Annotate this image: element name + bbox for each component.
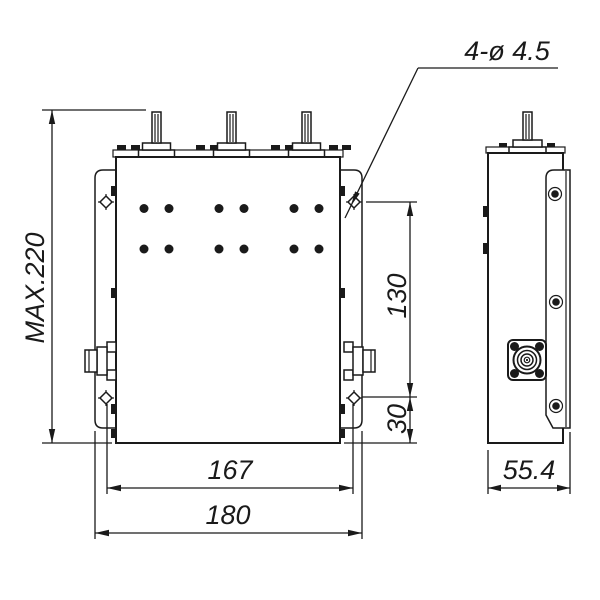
top-connector-2	[212, 111, 251, 158]
dimension-overall-height: MAX.220	[20, 109, 146, 444]
screw-dot	[239, 244, 249, 254]
screw-dot	[164, 244, 174, 254]
side-connector-left	[84, 341, 117, 381]
connector-nut	[291, 142, 322, 151]
screw-dot	[214, 244, 224, 254]
hole-callout-label: 4-ø 4.5	[464, 36, 551, 66]
screw-dot	[139, 204, 149, 213]
dimension-overall-width: 180	[94, 431, 363, 539]
side-connector-right	[343, 341, 376, 381]
mounting-hole	[98, 390, 114, 406]
connector-flange	[137, 149, 176, 158]
edge-clips	[111, 186, 345, 438]
connector-pin	[522, 111, 533, 141]
mounting-hole	[346, 390, 362, 406]
connector-pin	[226, 111, 237, 144]
side-edge-screws	[483, 206, 488, 254]
dimension-hole-offset-bottom: 30	[344, 397, 417, 444]
screw-dot	[289, 244, 299, 254]
dimension-label-180: 180	[205, 500, 250, 530]
screw-dot	[139, 244, 149, 254]
connector-nut	[141, 142, 172, 151]
connector-flange	[212, 149, 251, 158]
cover-screws	[139, 204, 324, 254]
n-connector-face	[507, 339, 547, 381]
bracket-screws	[547, 186, 564, 414]
mounting-hole	[98, 194, 114, 210]
front-view	[84, 111, 376, 444]
hole-callout: 4-ø 4.5	[344, 36, 558, 219]
dimension-hole-pitch-vertical: 130	[362, 201, 417, 398]
connector-pin	[301, 111, 312, 144]
screw-dot	[314, 204, 324, 213]
top-connector-1	[137, 111, 176, 158]
screw-dot	[314, 244, 324, 254]
screw-dot	[239, 204, 249, 213]
side-lid-screws	[499, 143, 555, 147]
mounting-bracket-right	[339, 169, 363, 429]
screw-dot	[214, 204, 224, 213]
top-connector-3	[287, 111, 326, 158]
dimension-label-30: 30	[382, 404, 412, 434]
screw-dot	[289, 204, 299, 213]
connector-pin	[151, 111, 162, 144]
lid-screws	[117, 145, 351, 150]
dimension-side-depth: 55.4	[487, 432, 571, 494]
dimension-label-130: 130	[382, 273, 412, 318]
connector-flange	[287, 149, 326, 158]
screw-dot	[164, 204, 174, 213]
dimension-label-overall-height: MAX.220	[20, 232, 50, 343]
connector-nut	[512, 139, 543, 148]
dimension-hole-pitch-horizontal: 167	[106, 404, 354, 494]
connector-nut	[216, 142, 247, 151]
dimension-label-55-4: 55.4	[503, 455, 556, 485]
side-view	[483, 111, 571, 444]
side-top-connector	[508, 111, 547, 154]
mounting-holes	[98, 194, 362, 406]
front-body	[115, 156, 341, 444]
dimension-label-167: 167	[207, 455, 253, 485]
